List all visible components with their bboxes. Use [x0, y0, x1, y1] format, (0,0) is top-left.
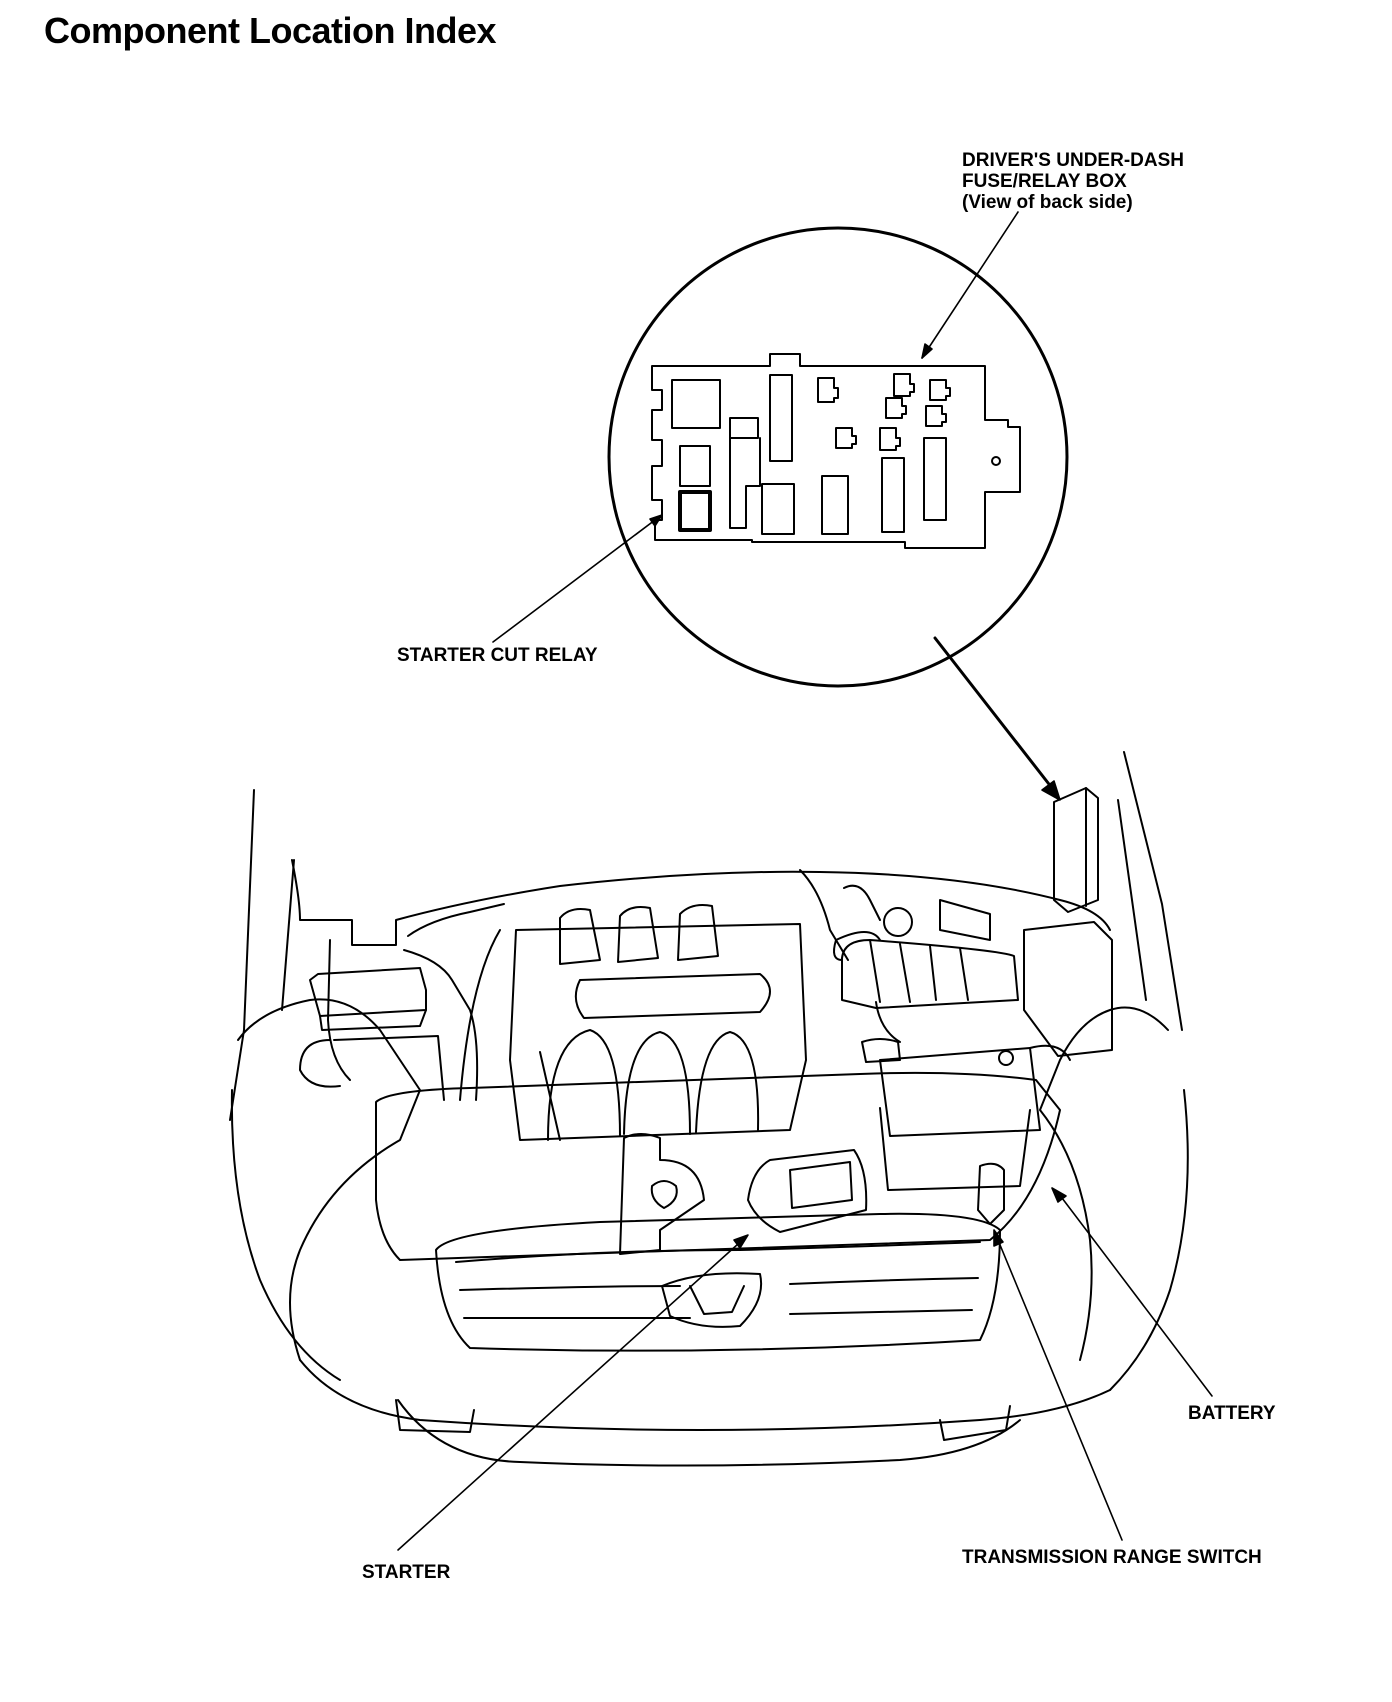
fuse-box-inset	[609, 228, 1067, 686]
fuse-label-line1: DRIVER'S UNDER-DASH	[962, 150, 1184, 171]
battery-label: BATTERY	[1188, 1403, 1276, 1424]
fuse-relay-box-outline	[652, 354, 1020, 548]
starter-cut-relay-block	[680, 492, 710, 530]
transmission-range-switch-label: TRANSMISSION RANGE SWITCH	[962, 1547, 1262, 1568]
fuse-relay-box-label: DRIVER'S UNDER-DASH FUSE/RELAY BOX (View…	[962, 150, 1184, 213]
fuse-label-line2: FUSE/RELAY BOX	[962, 171, 1127, 192]
starter-cut-relay-label: STARTER CUT RELAY	[397, 645, 598, 666]
fuse-label-line3: (View of back side)	[962, 192, 1133, 213]
leader-lines	[398, 212, 1212, 1550]
starter-label: STARTER	[362, 1562, 451, 1583]
page-title: Component Location Index	[44, 10, 497, 51]
vehicle-front-illustration	[230, 752, 1188, 1466]
under-dash-box	[1054, 788, 1098, 912]
